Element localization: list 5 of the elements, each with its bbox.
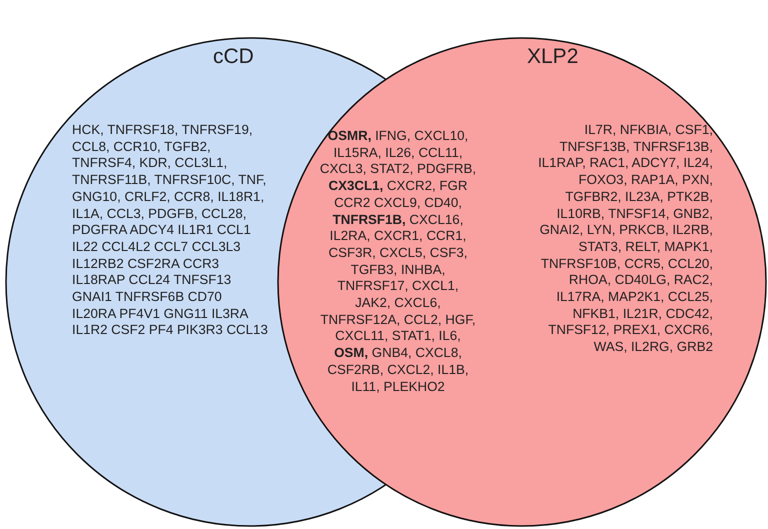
- set-title: cCD: [213, 45, 254, 69]
- gene-list: OSMR, IFNG, CXCL10, IL15RA, IL26, CCL11, CXCL3, STAT2, PDGFRB, CX3CL1, CXCR2, FGR CCR2 CXCL9, CD40, TNFRSF1B, CXCL16, IL2RA, CXCR1, CCR1, CSF3R, CXCL5, CSF3, TGFB3, INHBA, TNFRSF17, CXCL1, JAK2, CXCL6, TNFRSF12A, CCL2, HGF, CXCL11, STAT1, IL6, OSM, GNB4, CXCL8, CSF2RB, CXCL2, IL1B, IL11, PLEKHO2: [318, 128, 478, 396]
- gene-list: HCK, TNFRSF18, TNFRSF19, CCL8, CCR10, TGFB2, TNFRSF4, KDR, CCL3L1, TNFRSF11B, TNFRSF10C, TNF, GNG10, CRLF2, CCR8, IL18R1, IL1A, CCL3, PDGFB, CCL28, PDGFRA ADCY4 IL1R1 CCL1 IL22 CCL4L2 CCL7 CCL3L3 IL12RB2 CSF2RA CCR3 IL18RAP CCL24 TNFSF13 GNAI1 TNFRSF6B CD70 IL20RA PF4V1 GNG11 IL3RA IL1R2 CSF2 PF4 PIK3R3 CCL13: [72, 122, 268, 340]
- gene-list: IL7R, NFKBIA, CSF1, TNFSF13B, TNFRSF13B, IL1RAP, RAC1, ADCY7, IL24, FOXO3, RAP1A, PXN, TGFBR2, IL23A, PTK2B, IL10RB, TNFSF14, GNB2, GNAI2, LYN, PRKCB, IL2RB, STAT3, RELT, MAPK1, TNFRSF10B, CCR5, CCL20, RHOA, CD40LG, RAC2, IL17RA, MAP2K1, CCL25, NFKB1, IL21R, CDC42, TNFSF12, PREX1, CXCR6, WAS, IL2RG, GRB2: [535, 122, 713, 356]
- set-title: XLP2: [527, 45, 578, 69]
